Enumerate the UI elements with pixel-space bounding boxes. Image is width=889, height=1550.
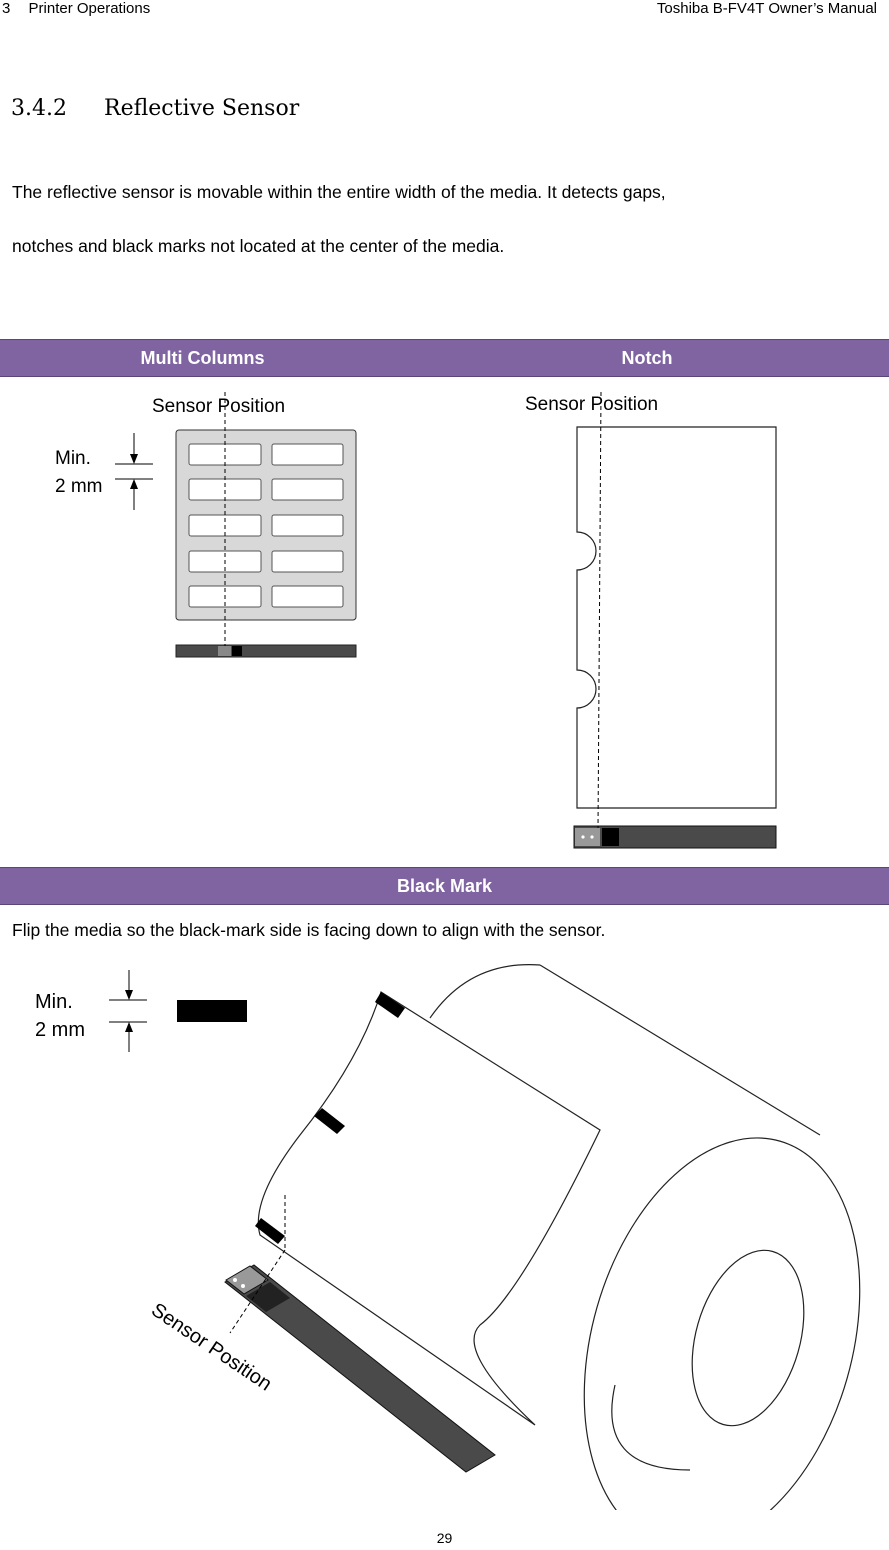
table-header-row-black-mark: Black Mark bbox=[0, 867, 889, 905]
multi-columns-figure: Sensor Position Min. 2 mm bbox=[55, 392, 357, 658]
section-heading: 3.4.2 Reflective Sensor bbox=[11, 96, 299, 121]
table-header-row: Multi Columns Notch bbox=[0, 339, 889, 377]
dimension-arrows bbox=[115, 433, 153, 510]
page-number: 29 bbox=[436, 1530, 453, 1546]
sensor-bar bbox=[573, 825, 777, 849]
col-header-notch: Notch bbox=[621, 348, 673, 368]
section-number: 3.4.2 bbox=[11, 96, 67, 121]
sensor-eye bbox=[232, 646, 242, 656]
min-value-label: 2 mm bbox=[35, 1019, 85, 1041]
media-sheet bbox=[257, 991, 601, 1426]
chapter-title: Printer Operations bbox=[28, 0, 151, 17]
sensor-position-label: Sensor Position bbox=[525, 394, 658, 415]
sensor-bar bbox=[224, 1264, 496, 1473]
page-header-left: 3 Printer Operations bbox=[2, 0, 150, 17]
intro-line-1: The reflective sensor is movable within … bbox=[12, 182, 666, 202]
table-rule bbox=[0, 339, 889, 340]
table-rule bbox=[0, 376, 889, 377]
table-rule bbox=[0, 867, 889, 868]
intro-line-2: notches and black marks not located at t… bbox=[12, 236, 505, 256]
sensor-position-label: Sensor Position bbox=[152, 396, 285, 417]
min-value-label: 2 mm bbox=[55, 476, 103, 497]
min-label: Min. bbox=[35, 991, 73, 1013]
col-header-multi-columns: Multi Columns bbox=[140, 348, 265, 368]
media-roll bbox=[429, 964, 861, 1510]
sensor-position-line bbox=[229, 1249, 286, 1334]
header-black-mark: Black Mark bbox=[396, 876, 493, 896]
black-mark-figure: Min. 2 mm Sensor Position bbox=[35, 964, 861, 1510]
label-grid bbox=[188, 443, 344, 608]
black-mark-sample bbox=[177, 1000, 247, 1022]
manual-title: Toshiba B-FV4T Owner’s Manual bbox=[656, 0, 877, 17]
sensor-position-label: Sensor Position bbox=[147, 1299, 275, 1396]
section-title: Reflective Sensor bbox=[104, 96, 300, 121]
sensor-eye bbox=[602, 828, 619, 846]
notch-figure: Sensor Position bbox=[525, 391, 777, 849]
dimension-arrows bbox=[109, 970, 147, 1052]
sensor-head bbox=[575, 828, 600, 846]
sensor-position-line bbox=[597, 391, 602, 829]
chapter-number: 3 bbox=[2, 0, 11, 17]
table-rule bbox=[0, 904, 889, 905]
min-label: Min. bbox=[55, 448, 91, 469]
black-mark-instruction: Flip the media so the black-mark side is… bbox=[12, 920, 606, 940]
sensor-head bbox=[218, 646, 231, 656]
black-marks bbox=[255, 992, 405, 1244]
notched-media bbox=[576, 426, 777, 809]
sensor-bar bbox=[175, 644, 357, 658]
